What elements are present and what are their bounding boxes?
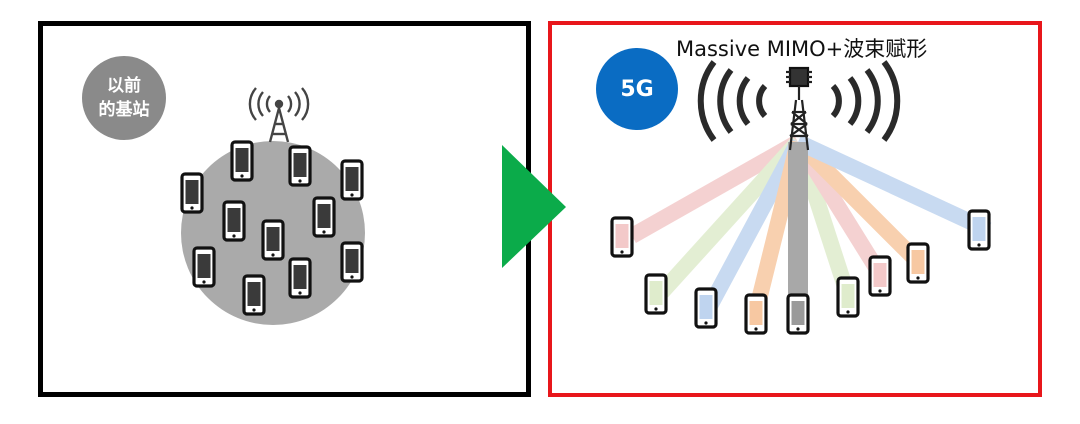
transition-arrow-icon — [502, 145, 566, 268]
right-panel-title: Massive MIMO+波束赋形 — [676, 37, 928, 61]
phone-icon — [261, 219, 285, 261]
phone-icon — [242, 274, 266, 316]
beams — [628, 134, 992, 314]
phone-icon — [340, 241, 364, 283]
signal-waves-icon — [697, 60, 901, 142]
phone-icon — [230, 140, 254, 182]
badge-line1: 以前 — [107, 76, 141, 96]
phone-icon — [222, 200, 246, 242]
old-base-station-badge: 以前 的基站 — [82, 56, 166, 140]
phone-icon — [288, 145, 312, 187]
phone-icon — [180, 172, 204, 214]
phone-icon — [340, 159, 364, 201]
5g-badge: 5G — [596, 48, 678, 130]
5g-label: 5G — [620, 76, 654, 102]
phone-icon — [312, 196, 336, 238]
5g-tower-icon — [786, 66, 812, 151]
phone-icon — [192, 246, 216, 288]
antenna-icon — [248, 87, 310, 143]
badge-line2: 的基站 — [98, 100, 150, 120]
phone-icon — [288, 257, 312, 299]
phone-screen-tints — [615, 217, 986, 325]
